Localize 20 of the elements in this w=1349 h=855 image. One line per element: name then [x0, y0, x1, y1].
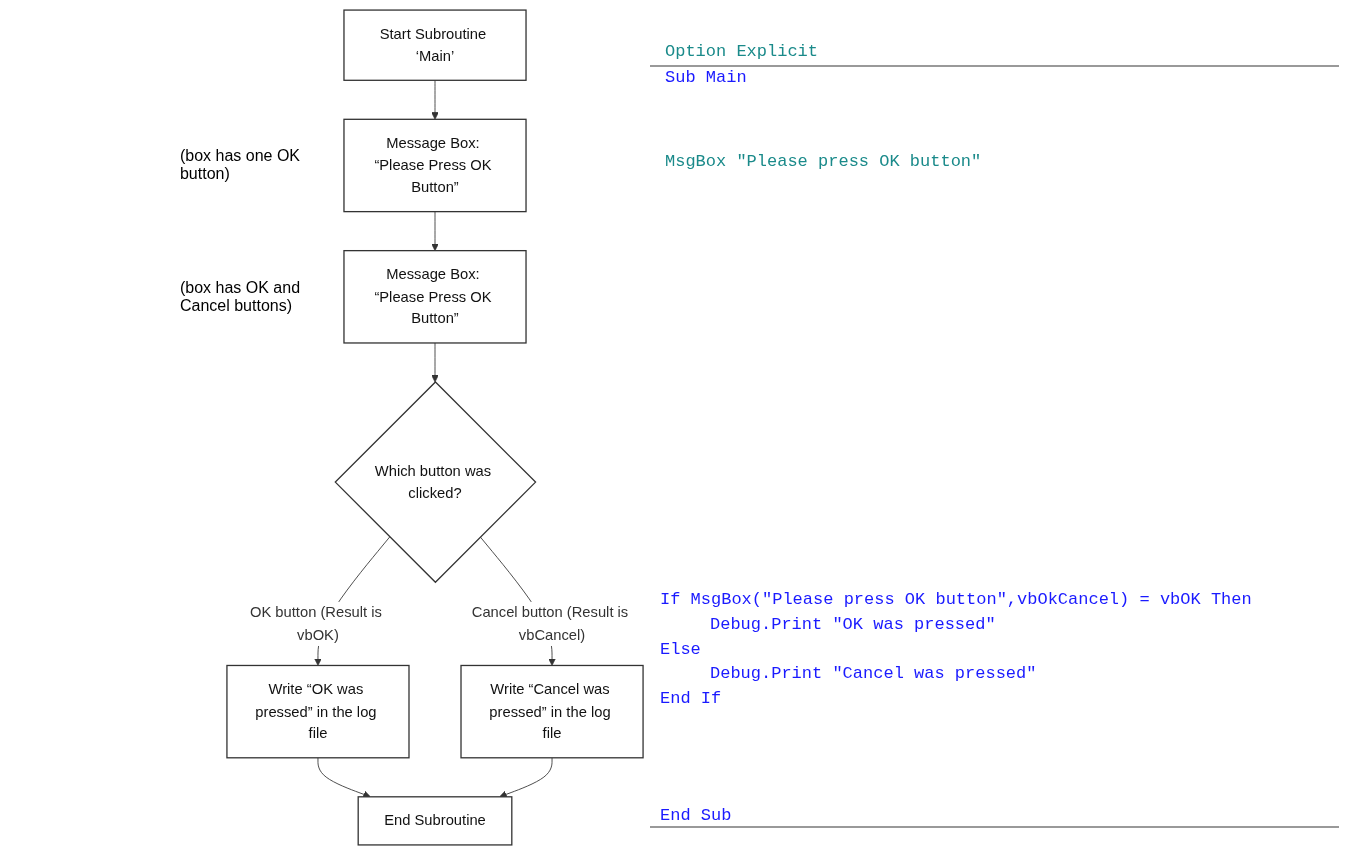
code-line: End Sub: [660, 806, 732, 825]
annotation-note: (box has one OK button): [179, 147, 302, 184]
code-line: Sub Main: [665, 68, 747, 87]
node-box: [343, 118, 527, 213]
node-box: [343, 9, 527, 81]
edge-label: Cancel button (Result is vbCancel): [471, 604, 629, 643]
annotation-note: (box has OK and Cancel buttons): [179, 278, 302, 315]
code-line: Else: [660, 640, 701, 659]
node-box: [343, 250, 527, 344]
node-diamond: [334, 381, 537, 584]
node-box: [226, 664, 410, 759]
code-line: If MsgBox("Please press OK button",vbOkCancel) = vbOK Then: [660, 590, 1252, 609]
code-line: Debug.Print "Cancel was pressed": [710, 664, 1037, 683]
node-box: [460, 664, 644, 759]
node-box: [357, 796, 513, 846]
code-line: Option Explicit: [665, 42, 819, 61]
code-line: End If: [660, 689, 722, 708]
code-line: MsgBox "Please press OK button": [665, 152, 982, 171]
edge-label: OK button (Result is vbOK): [249, 604, 382, 643]
code-line: Debug.Print "OK was pressed": [710, 615, 996, 634]
